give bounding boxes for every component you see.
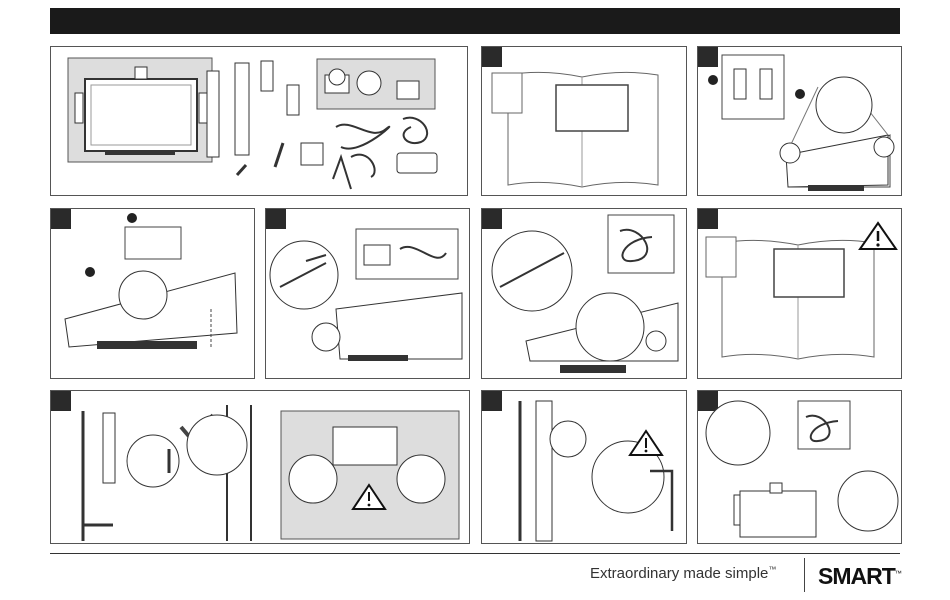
cables-panel bbox=[265, 208, 470, 379]
footer-tagline: Extraordinary made simple™ bbox=[590, 565, 776, 582]
parts-panel bbox=[50, 46, 468, 196]
guide-warning-illustration bbox=[698, 209, 901, 378]
guide-illustration bbox=[482, 47, 686, 195]
brackets-panel bbox=[697, 46, 902, 196]
connect-panel bbox=[481, 208, 687, 379]
final-illustration bbox=[698, 391, 901, 543]
smart-logo: SMART™ bbox=[818, 563, 902, 590]
final-panel bbox=[697, 390, 902, 544]
footer-rule bbox=[50, 553, 900, 554]
secure-panel bbox=[50, 390, 470, 544]
mount-panel bbox=[50, 208, 255, 379]
header-bar bbox=[50, 8, 900, 34]
cables-illustration bbox=[266, 209, 469, 378]
parts-illustration bbox=[51, 47, 467, 195]
footer-divider bbox=[804, 558, 805, 592]
guide-warning-panel bbox=[697, 208, 902, 379]
guide-panel bbox=[481, 46, 687, 196]
lock-panel bbox=[481, 390, 687, 544]
mount-illustration bbox=[51, 209, 254, 378]
secure-illustration bbox=[51, 391, 469, 543]
lock-illustration bbox=[482, 391, 686, 543]
brackets-illustration bbox=[698, 47, 901, 195]
connect-illustration bbox=[482, 209, 686, 378]
